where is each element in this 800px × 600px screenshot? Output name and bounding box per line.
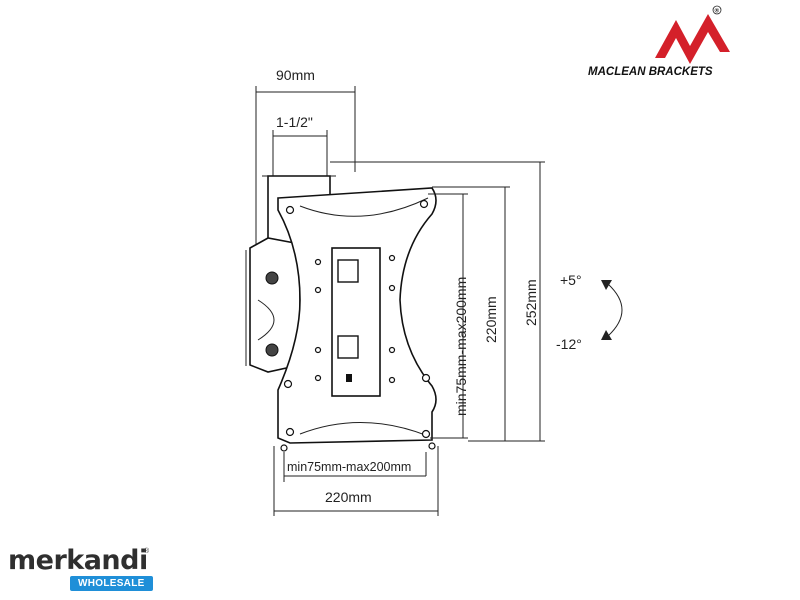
dimension-plate-width: 220mm — [273, 446, 439, 516]
maclean-logo: ® MACLEAN BRACKETS — [588, 5, 730, 78]
tilt-up-label: +5° — [560, 272, 582, 288]
label-vesa-horizontal: min75mm-max200mm — [287, 460, 411, 474]
dimension-vesa-vertical: min75mm-max200mm — [428, 193, 469, 439]
knob-icon — [265, 271, 279, 285]
vesa-plate — [277, 187, 437, 452]
label-pipe: 1-1/2" — [276, 114, 313, 130]
dimension-plate-height: 220mm — [432, 186, 510, 442]
label-vesa-vertical: min75mm-max200mm — [453, 277, 469, 416]
tilt-arrow-icon — [607, 283, 623, 337]
knob-icon — [265, 343, 279, 357]
tilt-indicator: +5° -12° — [556, 272, 623, 352]
label-overall-height: 252mm — [523, 279, 539, 326]
label-plate-height: 220mm — [483, 296, 499, 343]
wholesale-badge: WHOLESALE — [70, 576, 153, 591]
brand-name: MACLEAN BRACKETS — [588, 66, 713, 78]
slot-latch — [337, 335, 359, 359]
label-top-width: 90mm — [276, 67, 315, 83]
merkandi-logo: merkandi — [8, 545, 148, 576]
maclean-logo-mark — [655, 14, 730, 64]
label-plate-width: 220mm — [325, 489, 372, 505]
dimension-vesa-horizontal: min75mm-max200mm — [283, 452, 427, 482]
mounting-holes — [280, 199, 436, 452]
registered-mark-circle — [712, 5, 722, 15]
dimension-overall-height: 252mm — [330, 161, 545, 442]
merkandi-trademark: ® — [144, 548, 150, 555]
dimension-top-width: 90mm — [255, 67, 356, 248]
dimension-pipe: 1-1/2" — [272, 114, 328, 176]
tilt-down-label: -12° — [556, 336, 582, 352]
registered-mark: ® — [715, 8, 720, 15]
slot-latch — [337, 259, 359, 283]
